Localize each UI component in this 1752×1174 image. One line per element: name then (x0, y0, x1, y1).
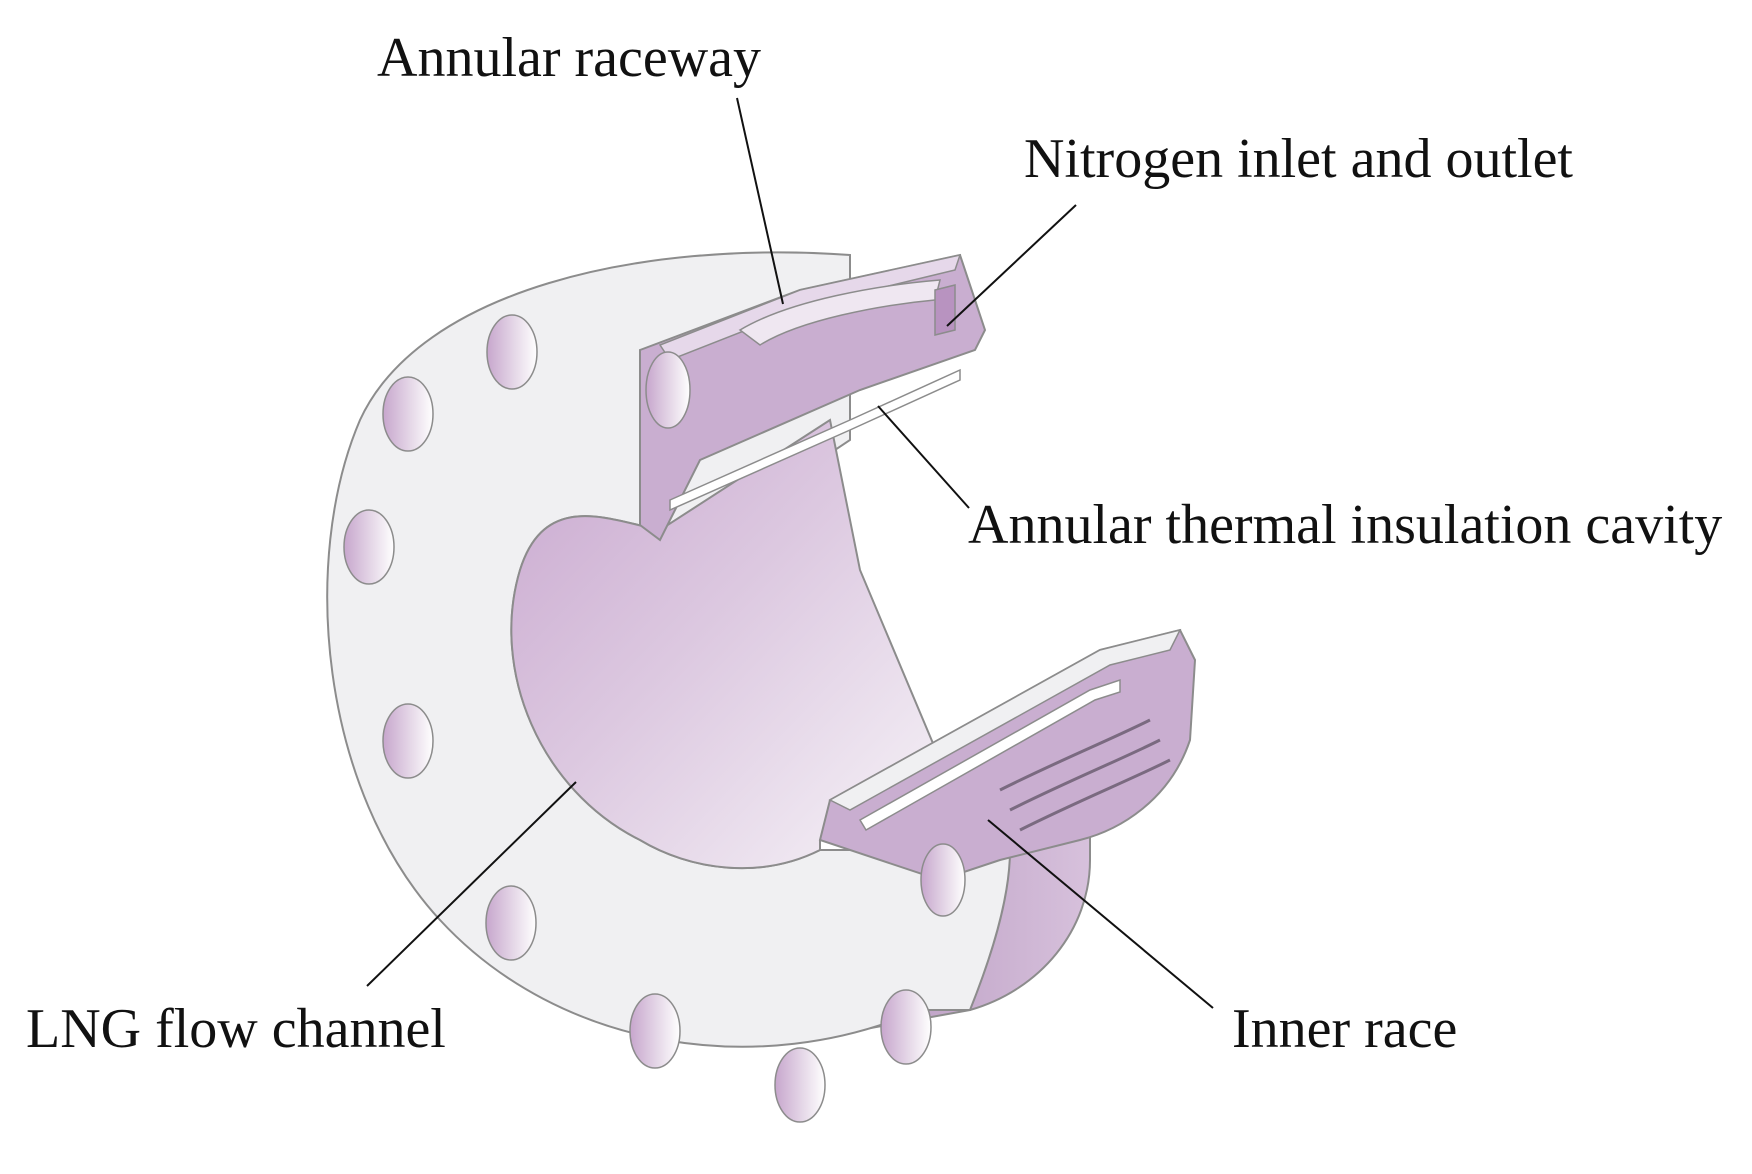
bolt-hole (486, 314, 538, 390)
leader-inner-race (987, 819, 1214, 1009)
bolt-hole (629, 993, 681, 1069)
bolt-hole (382, 703, 434, 779)
lower-port-opening (920, 843, 966, 917)
leader-lines (366, 97, 1214, 1009)
label-insulation-cavity: Annular thermal insulation cavity (968, 494, 1723, 556)
label-annular-raceway: Annular raceway (377, 27, 762, 89)
upper-port-opening (645, 351, 691, 429)
inner-race-grooves (999, 718, 1171, 832)
bolt-hole (880, 989, 932, 1065)
bolt-hole (485, 885, 537, 961)
bolt-hole (382, 376, 434, 452)
bolt-hole (774, 1047, 826, 1123)
lng-bore-surface (510, 418, 942, 870)
leader-lng-channel (366, 781, 577, 987)
bolt-holes (343, 314, 932, 1123)
label-inner-race: Inner race (1232, 998, 1458, 1060)
leader-nitrogen (946, 204, 1077, 327)
label-lng-flow-channel: LNG flow channel (26, 998, 446, 1060)
insulation-cavity-upper (669, 368, 961, 512)
leader-annular-raceway (736, 97, 784, 305)
insulation-cavity-lower (858, 678, 1121, 832)
bolt-hole (343, 509, 395, 585)
leader-insulation-cavity (877, 405, 970, 509)
label-nitrogen-inlet-outlet: Nitrogen inlet and outlet (1024, 128, 1573, 190)
nitrogen-port-upper (934, 284, 956, 336)
lower-section-top-face (828, 628, 1182, 811)
